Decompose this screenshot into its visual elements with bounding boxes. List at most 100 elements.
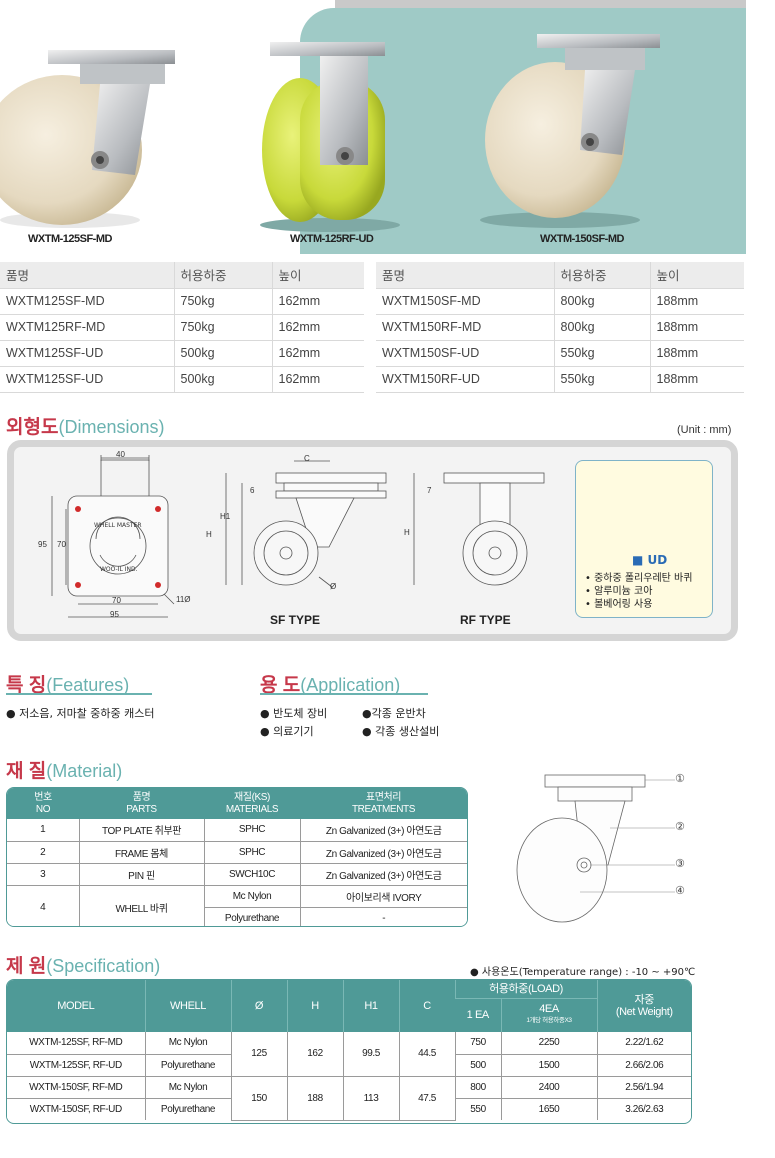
dim-95-horizontal: 95 — [110, 610, 119, 619]
cell: FRAME 몸체 — [78, 841, 204, 864]
specification-title: 제 원(Specification) — [6, 951, 160, 978]
cell: PIN 핀 — [78, 863, 204, 886]
ud-bullet: • 알루미늄 코아 — [585, 586, 653, 597]
header-ko: 표면처리 — [365, 791, 402, 803]
spec-header-h1: H1 — [342, 980, 399, 1032]
temperature-range: ● 사용온도(Temperature range) : -10 ~ +90℃ — [470, 967, 696, 978]
header-en: PARTS — [126, 803, 157, 815]
cell: 125 — [230, 1032, 287, 1077]
cell: 3 — [7, 863, 79, 886]
cell: 800 — [454, 1076, 501, 1099]
ud-title: ■ UD — [632, 553, 668, 567]
cell: 1500 — [500, 1054, 597, 1077]
cell: 3.26/2.63 — [596, 1098, 691, 1120]
cell: 162mm — [271, 340, 364, 367]
title-ko: 용 도 — [260, 675, 301, 696]
caster-125rf-ud-image — [260, 42, 400, 232]
cell: WXTM150SF-MD — [376, 288, 554, 315]
cell: WXTM-150SF, RF-UD — [7, 1098, 145, 1120]
title-ko: 외형도 — [6, 417, 59, 438]
cell: Polyurethane — [144, 1054, 231, 1077]
table-row: Polyurethane- — [7, 907, 467, 926]
ud-bullet: • 중하중 폴리우레탄 바퀴 — [585, 573, 693, 584]
table-row: WXTM-150SF, RF-MD Mc Nylon 150 188 113 4… — [7, 1076, 691, 1121]
spec-header-c: C — [398, 980, 455, 1032]
cell: WXTM125SF-UD — [0, 366, 174, 393]
cell: WXTM150RF-UD — [376, 366, 554, 393]
top-plate — [67, 495, 169, 597]
title-en: (Application) — [300, 675, 401, 695]
ud-bullet: • 볼베어링 사용 — [585, 599, 653, 610]
table-row: WXTM-125SF, RF-MD Mc Nylon 125 162 99.5 … — [7, 1032, 691, 1077]
cell: Polyurethane — [203, 907, 300, 926]
header-en: MATERIALS — [225, 803, 279, 815]
cell: 550kg — [553, 366, 650, 393]
rf-type-label: RF TYPE — [460, 613, 511, 627]
header-height: 높이 — [649, 262, 744, 289]
header-ko: 번호 — [34, 791, 52, 803]
plate-ring-text-top: WHELL MASTER — [94, 522, 142, 529]
cell: 113 — [342, 1076, 399, 1121]
table-row: WXTM-125SF, RF-UD Polyurethane 500 1500 … — [7, 1054, 691, 1077]
specification-table: MODEL WHELL Ø H H1 C 허용하중(LOAD) 자중(Net W… — [7, 980, 691, 1121]
dimensions-title: 외형도(Dimensions) — [6, 412, 164, 439]
cell: 2 — [7, 841, 79, 864]
cell: 99.5 — [342, 1032, 399, 1077]
header-name: 품명 — [376, 262, 554, 289]
table-row: WXTM-150SF, RF-UD Polyurethane 550 1650 … — [7, 1098, 691, 1120]
cell: Mc Nylon — [203, 885, 300, 908]
header-en: TREATMENTS — [351, 803, 416, 815]
cell: WXTM-125SF, RF-UD — [7, 1054, 145, 1077]
application-item: ● 반도체 장비 — [260, 707, 328, 720]
cell: 47.5 — [398, 1076, 455, 1121]
cell: 162mm — [271, 288, 364, 315]
cell: 750 — [454, 1032, 501, 1055]
cell: WXTM125RF-MD — [0, 314, 174, 341]
header-name: 품명 — [0, 262, 174, 289]
cell: 550 — [454, 1098, 501, 1120]
table-header-row: 품명 허용하중 높이 — [0, 262, 364, 289]
cell: 2.56/1.94 — [596, 1076, 691, 1099]
title-ko: 재 질 — [6, 761, 47, 782]
product-label-3: WXTM-150SF-MD — [540, 233, 624, 245]
cell: Polyurethane — [144, 1098, 231, 1120]
weight-en: (Net Weight) — [615, 1006, 673, 1018]
cell: 188 — [286, 1076, 343, 1121]
cell: WXTM150SF-UD — [376, 340, 554, 367]
sf-dim-6: 6 — [250, 486, 255, 495]
application-title: 용 도(Application) — [260, 670, 400, 697]
cell: Mc Nylon — [144, 1076, 231, 1099]
cell: 750kg — [173, 314, 272, 341]
cell: WXTM-125SF, RF-MD — [7, 1032, 145, 1055]
dim-hole: 11Ø — [176, 595, 191, 604]
spec-header-wheel: WHELL — [144, 980, 231, 1032]
title-en: (Specification) — [46, 956, 161, 976]
ea4-sub: 1개당 허용하중X3 — [526, 1017, 572, 1025]
cell: 750kg — [173, 288, 272, 315]
cell: 800kg — [553, 288, 650, 315]
cell: SWCH10C — [203, 863, 300, 886]
sf-dim-h1: H1 — [220, 512, 231, 521]
cell: 2.66/2.06 — [596, 1054, 691, 1077]
cell: Zn Galvanized (3+) 아연도금 — [299, 841, 467, 864]
spec-header-load: 허용하중(LOAD) — [454, 980, 597, 999]
header-en: NO — [35, 803, 51, 815]
dim-95-vertical: 95 — [38, 540, 47, 549]
application-item: ● 의료기기 — [260, 725, 314, 738]
cell: 1650 — [500, 1098, 597, 1120]
callout-3: ③ — [675, 857, 685, 870]
